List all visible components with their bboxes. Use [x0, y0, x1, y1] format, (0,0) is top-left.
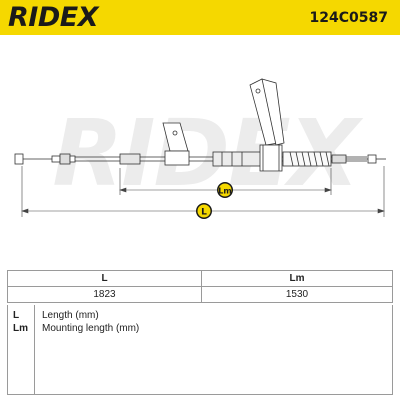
table-header-lm: Lm — [201, 270, 393, 287]
legend-key-lm: Lm — [13, 323, 28, 334]
brand-logo: RIDEX — [8, 2, 99, 33]
cable-sleeve — [119, 151, 264, 167]
legend-key-l: L — [13, 310, 20, 321]
cable-diagram: RIDEX — [14, 78, 386, 219]
table-header-l: L — [7, 270, 202, 287]
left-end-fitting — [14, 153, 76, 165]
l-badge: L — [196, 203, 212, 219]
legend-desc-length: Length (mm) — [42, 310, 99, 321]
legend-keys-column: L Lm — [8, 305, 35, 394]
right-end-fitting — [331, 154, 386, 164]
header-bar: RIDEX 124C0587 — [0, 0, 400, 35]
cable-spring — [282, 151, 332, 167]
mounting-bracket-1 — [162, 122, 190, 166]
table-cell-l: 1823 — [7, 286, 202, 303]
part-number: 124C0587 — [309, 10, 388, 26]
legend-box: L Lm Length (mm) Mounting length (mm) — [7, 305, 393, 395]
legend-desc-mounting-length: Mounting length (mm) — [42, 323, 140, 334]
table-row: 1823 1530 — [7, 286, 393, 303]
table-cell-lm: 1530 — [201, 286, 393, 303]
table-header-row: L Lm — [7, 270, 393, 287]
mounting-bracket-2 — [249, 78, 285, 172]
lm-badge-label: Lm — [218, 187, 231, 196]
l-badge-label: L — [201, 208, 207, 218]
dimension-table: L Lm 1823 1530 — [7, 270, 393, 303]
lm-badge: Lm — [217, 182, 233, 198]
